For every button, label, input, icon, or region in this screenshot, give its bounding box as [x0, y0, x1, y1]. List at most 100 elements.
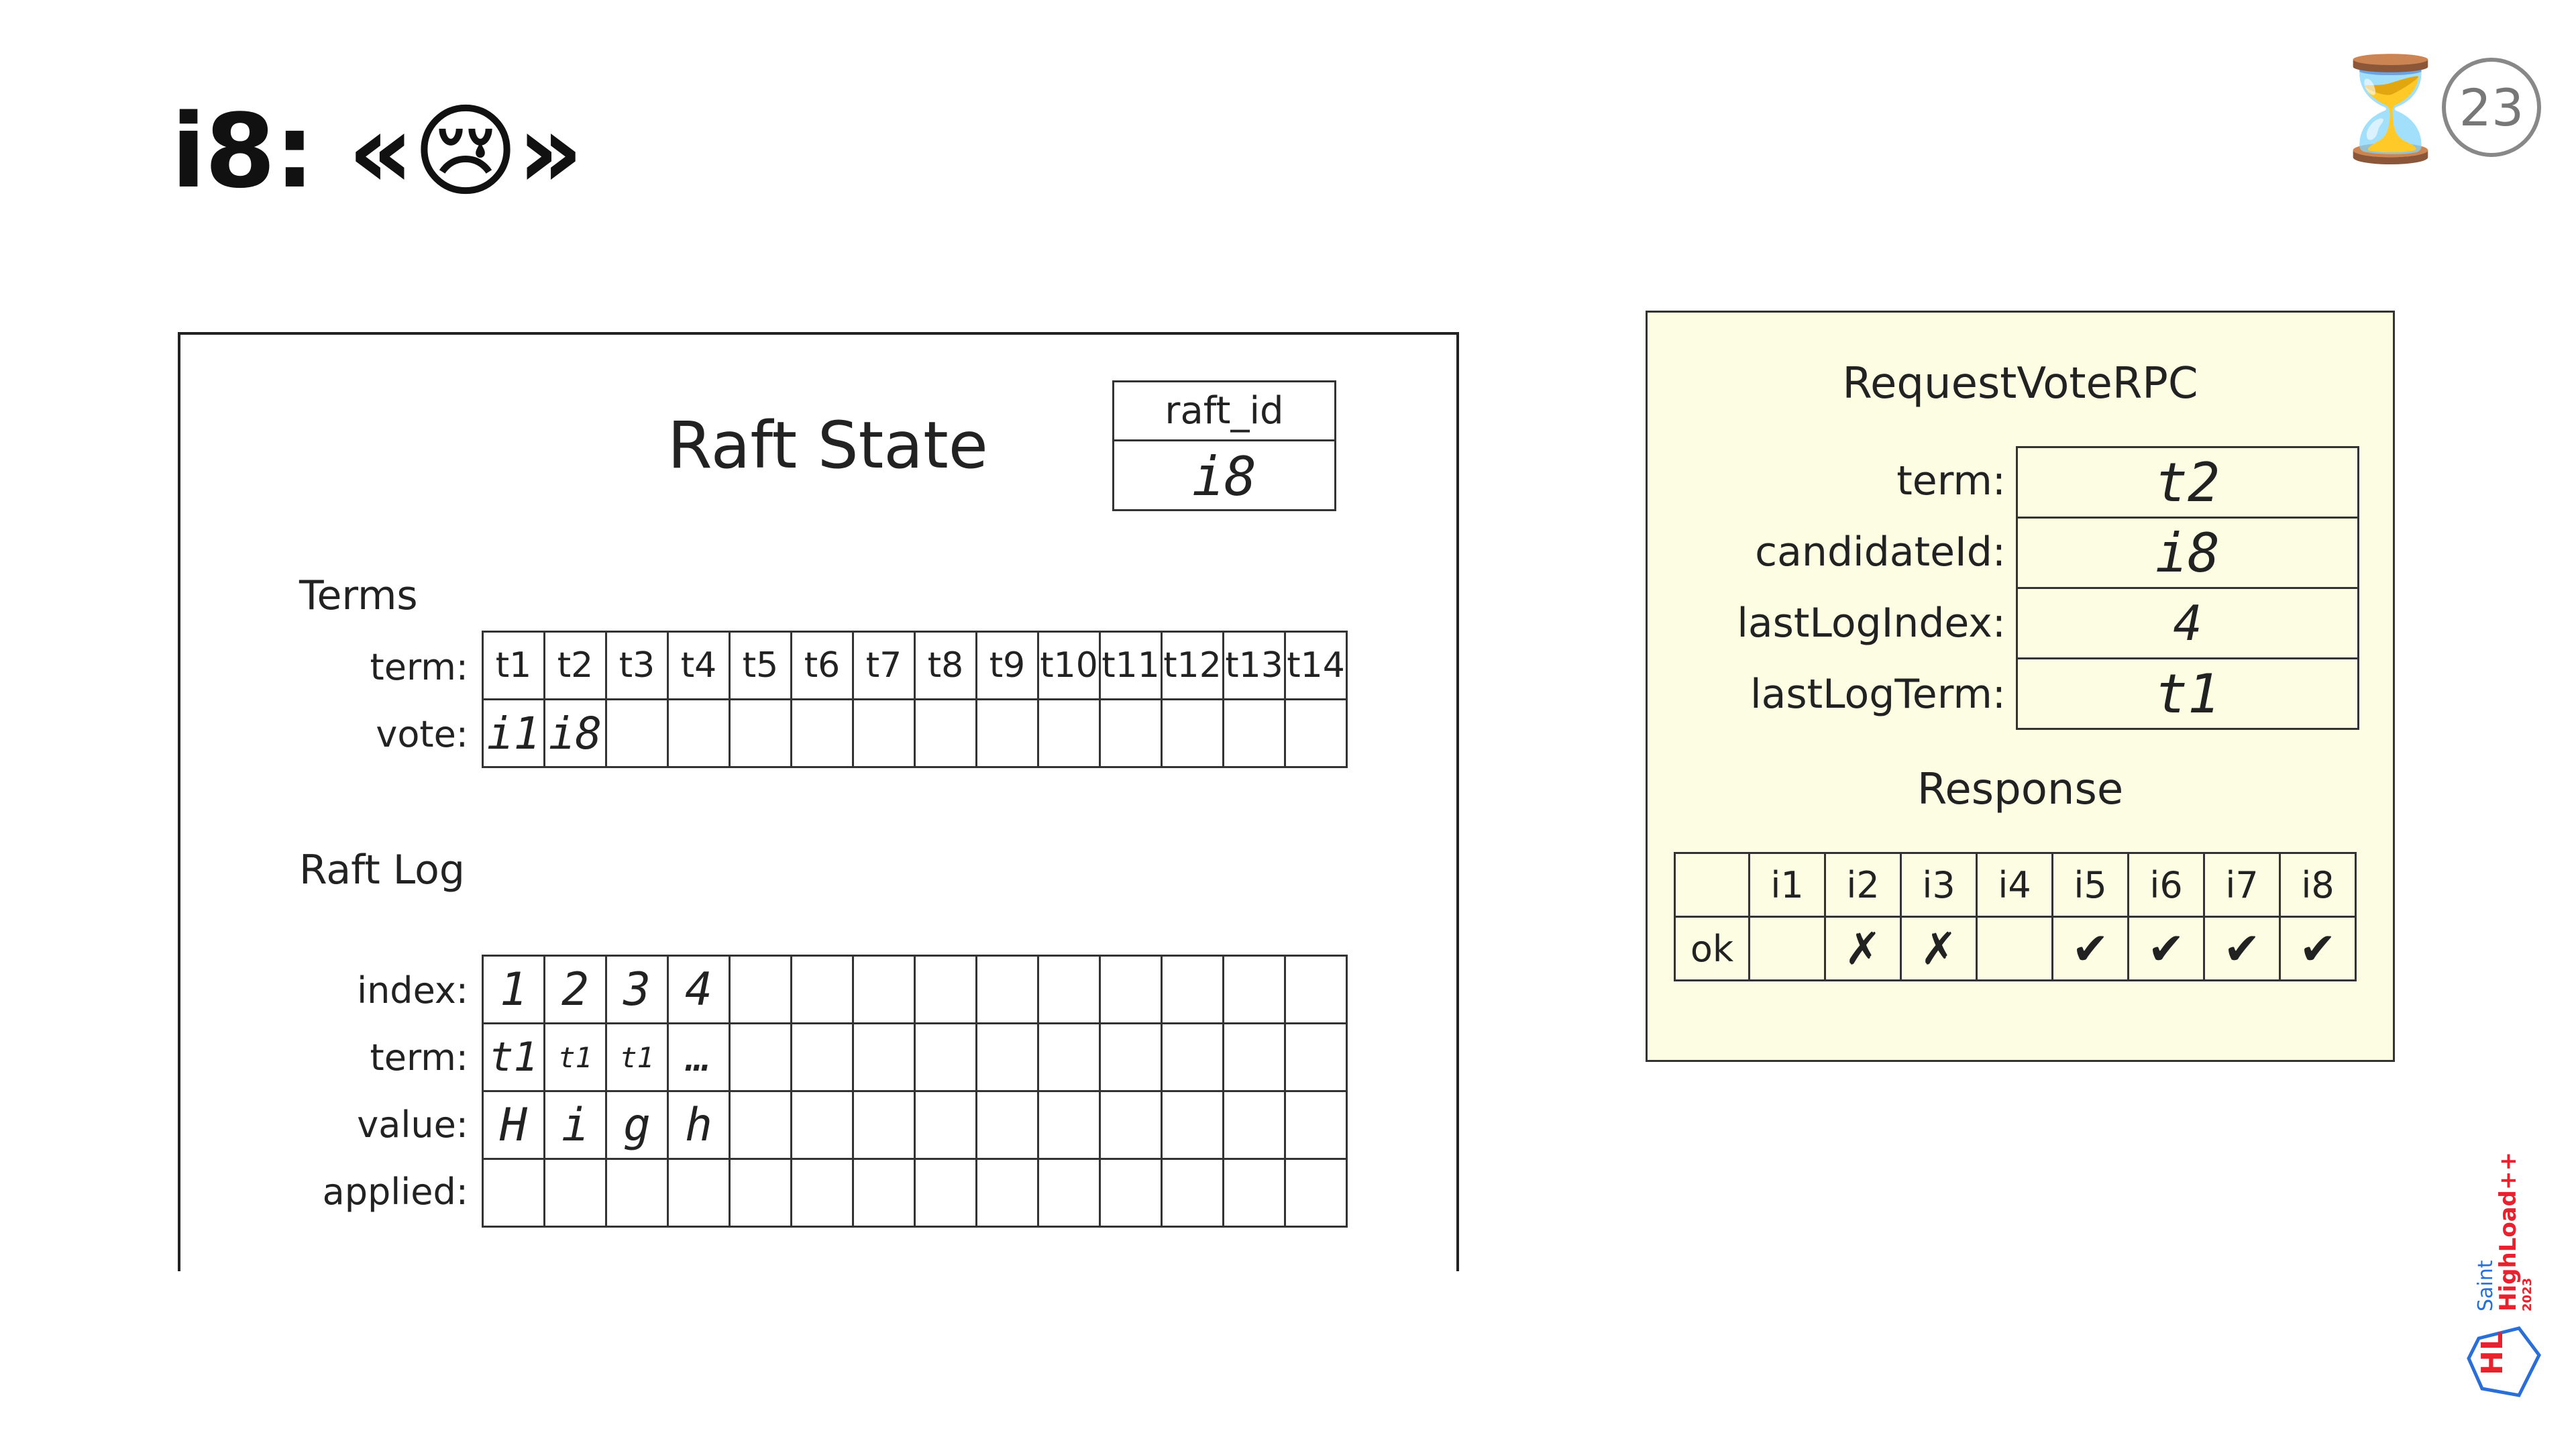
vote-cell: i8 — [543, 698, 607, 768]
log-index-cell: 2 — [543, 955, 607, 1024]
term-cell: t8 — [914, 631, 977, 700]
response-node-cell: i6 — [2127, 852, 2205, 918]
rpc-last-log-term-label: lastLogTerm: — [1750, 671, 2006, 718]
response-mark-cell: ✔ — [2127, 916, 2205, 981]
log-value-cell — [1284, 1090, 1348, 1160]
vote-cell — [1222, 698, 1286, 768]
logo-saint-text: Saint — [2474, 1260, 2498, 1311]
log-term-cell: t1 — [482, 1022, 545, 1092]
log-term-cell — [1284, 1022, 1348, 1092]
log-value-cell: h — [667, 1090, 731, 1160]
log-term-cell — [1037, 1022, 1101, 1092]
log-term-cell: t1 — [605, 1022, 669, 1092]
log-term-cell: t1 — [543, 1022, 607, 1092]
raft-state-panel — [178, 332, 1459, 1271]
log-applied-cell — [1037, 1158, 1101, 1228]
term-cell: t14 — [1284, 631, 1348, 700]
response-mark-cell — [1748, 916, 1826, 981]
log-applied-cell — [975, 1158, 1039, 1228]
term-cell: t3 — [605, 631, 669, 700]
slide-title: i8: «😢» — [171, 92, 583, 211]
log-value-cell — [729, 1090, 792, 1160]
vote-cell — [852, 698, 916, 768]
log-applied-cell — [605, 1158, 669, 1228]
log-applied-cell — [1284, 1158, 1348, 1228]
log-term-row-label: term: — [370, 1036, 468, 1079]
raft-log-label: Raft Log — [299, 847, 465, 894]
vote-row-label: vote: — [376, 713, 468, 755]
log-applied-cell — [543, 1158, 607, 1228]
log-term-cell — [852, 1022, 916, 1092]
vote-cell — [605, 698, 669, 768]
log-value-cell — [914, 1090, 977, 1160]
raft-id-label: raft_id — [1112, 382, 1336, 441]
term-cell: t11 — [1099, 631, 1163, 700]
response-ok-label: ok — [1674, 916, 1750, 981]
value-row-label: value: — [357, 1104, 468, 1146]
raft-id-box — [1112, 380, 1336, 511]
vote-cell — [667, 698, 731, 768]
response-mark-cell: ✔ — [2203, 916, 2281, 981]
log-value-cell: i — [543, 1090, 607, 1160]
term-row-label: term: — [370, 646, 468, 688]
vote-cell: i1 — [482, 698, 545, 768]
response-mark-cell: ✔ — [2051, 916, 2129, 981]
index-row-label: index: — [357, 969, 468, 1012]
raft-state-title: Raft State — [667, 408, 988, 483]
log-applied-cell — [914, 1158, 977, 1228]
log-applied-cell — [790, 1158, 854, 1228]
response-mark-cell: ✔ — [2279, 916, 2357, 981]
log-value-cell — [1222, 1090, 1286, 1160]
log-applied-cell — [482, 1158, 545, 1228]
response-node-cell: i4 — [1976, 852, 2053, 918]
response-mark-cell: ✗ — [1900, 916, 1978, 981]
response-corner-cell — [1674, 852, 1750, 918]
log-applied-cell — [1099, 1158, 1163, 1228]
log-index-cell: 1 — [482, 955, 545, 1024]
log-value-cell — [1161, 1090, 1224, 1160]
log-value-cell: g — [605, 1090, 669, 1160]
log-term-cell: … — [667, 1022, 731, 1092]
term-cell: t7 — [852, 631, 916, 700]
page-number: 23 — [2442, 58, 2541, 157]
log-index-cell — [1222, 955, 1286, 1024]
log-value-cell — [1099, 1090, 1163, 1160]
rpc-term-value: t2 — [2016, 446, 2359, 519]
rpc-candidate-value: i8 — [2016, 517, 2359, 589]
response-node-cell: i8 — [2279, 852, 2357, 918]
log-index-cell — [852, 955, 916, 1024]
term-cell: t6 — [790, 631, 854, 700]
log-index-cell: 3 — [605, 955, 669, 1024]
response-node-cell: i2 — [1824, 852, 1902, 918]
rpc-fields-table: t2 i8 4 t1 — [2016, 446, 2359, 730]
response-node-cell: i7 — [2203, 852, 2281, 918]
log-index-cell — [729, 955, 792, 1024]
log-applied-cell — [667, 1158, 731, 1228]
response-mark-cell — [1976, 916, 2053, 981]
rpc-last-log-term-value: t1 — [2016, 657, 2359, 730]
log-value-cell — [975, 1090, 1039, 1160]
response-node-cell: i3 — [1900, 852, 1978, 918]
term-cell: t4 — [667, 631, 731, 700]
vote-cell — [729, 698, 792, 768]
log-applied-cell — [729, 1158, 792, 1228]
log-index-cell: 4 — [667, 955, 731, 1024]
rpc-last-log-index-label: lastLogIndex: — [1737, 600, 2006, 647]
term-cell: t10 — [1037, 631, 1101, 700]
log-term-cell — [914, 1022, 977, 1092]
log-applied-cell — [1222, 1158, 1286, 1228]
rpc-last-log-index-value: 4 — [2016, 587, 2359, 659]
logo-mark-text: HL — [2475, 1332, 2510, 1375]
log-index-cell — [914, 955, 977, 1024]
term-cell: t5 — [729, 631, 792, 700]
log-value-cell — [790, 1090, 854, 1160]
term-cell: t9 — [975, 631, 1039, 700]
request-vote-title: RequestVoteRPC — [1842, 359, 2198, 409]
rpc-term-label: term: — [1896, 458, 2006, 504]
log-index-cell — [1099, 955, 1163, 1024]
vote-cell — [975, 698, 1039, 768]
log-index-cell — [1161, 955, 1224, 1024]
